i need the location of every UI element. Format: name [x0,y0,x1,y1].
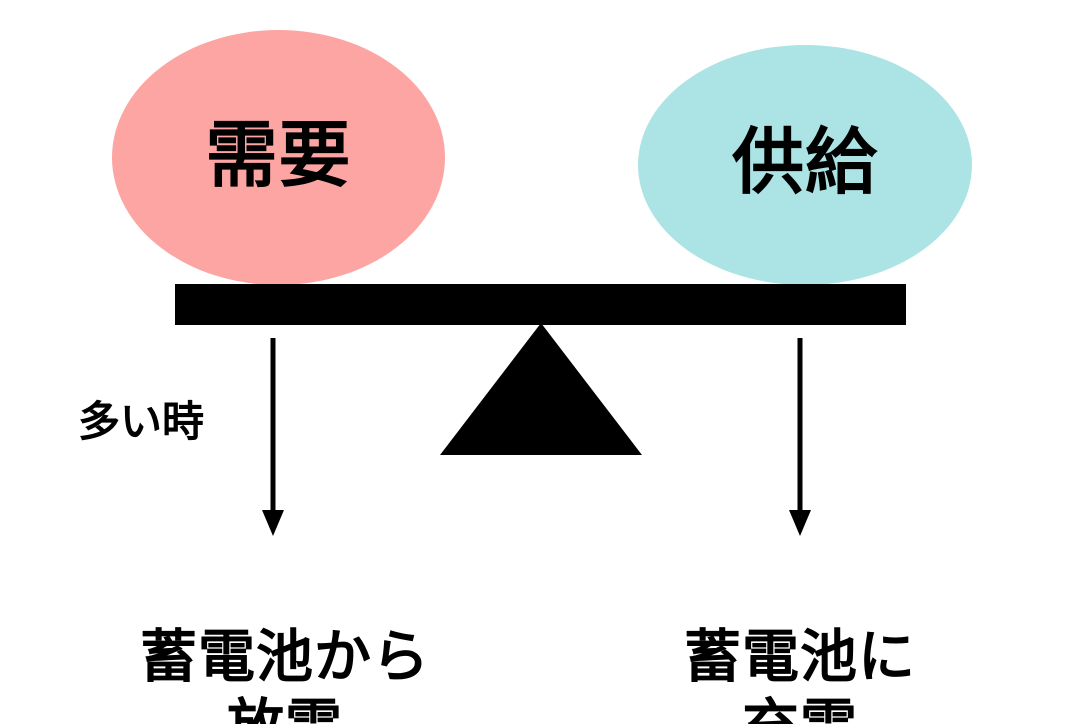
balance-beam [175,284,906,325]
supply-ellipse: 供給 [638,45,972,285]
demand-label: 需要 [205,115,352,196]
supply-label: 供給 [731,123,878,203]
discharge-line-2: 放電 [85,692,485,724]
charge-line-2: 充電 [620,692,980,724]
arrow-down-icon-right [787,338,813,538]
demand-ellipse: 需要 [112,30,445,285]
arrow-down-icon-left [260,338,286,538]
triangle-fulcrum-icon [440,323,642,455]
discharge-line-1: 蓄電池から [140,624,430,689]
charge-outcome-label: 蓄電池に 充電 [620,553,980,724]
condition-label: 多い時 [78,398,205,445]
discharge-outcome-label: 蓄電池から 放電 [85,553,485,724]
charge-line-1: 蓄電池に [684,624,916,689]
